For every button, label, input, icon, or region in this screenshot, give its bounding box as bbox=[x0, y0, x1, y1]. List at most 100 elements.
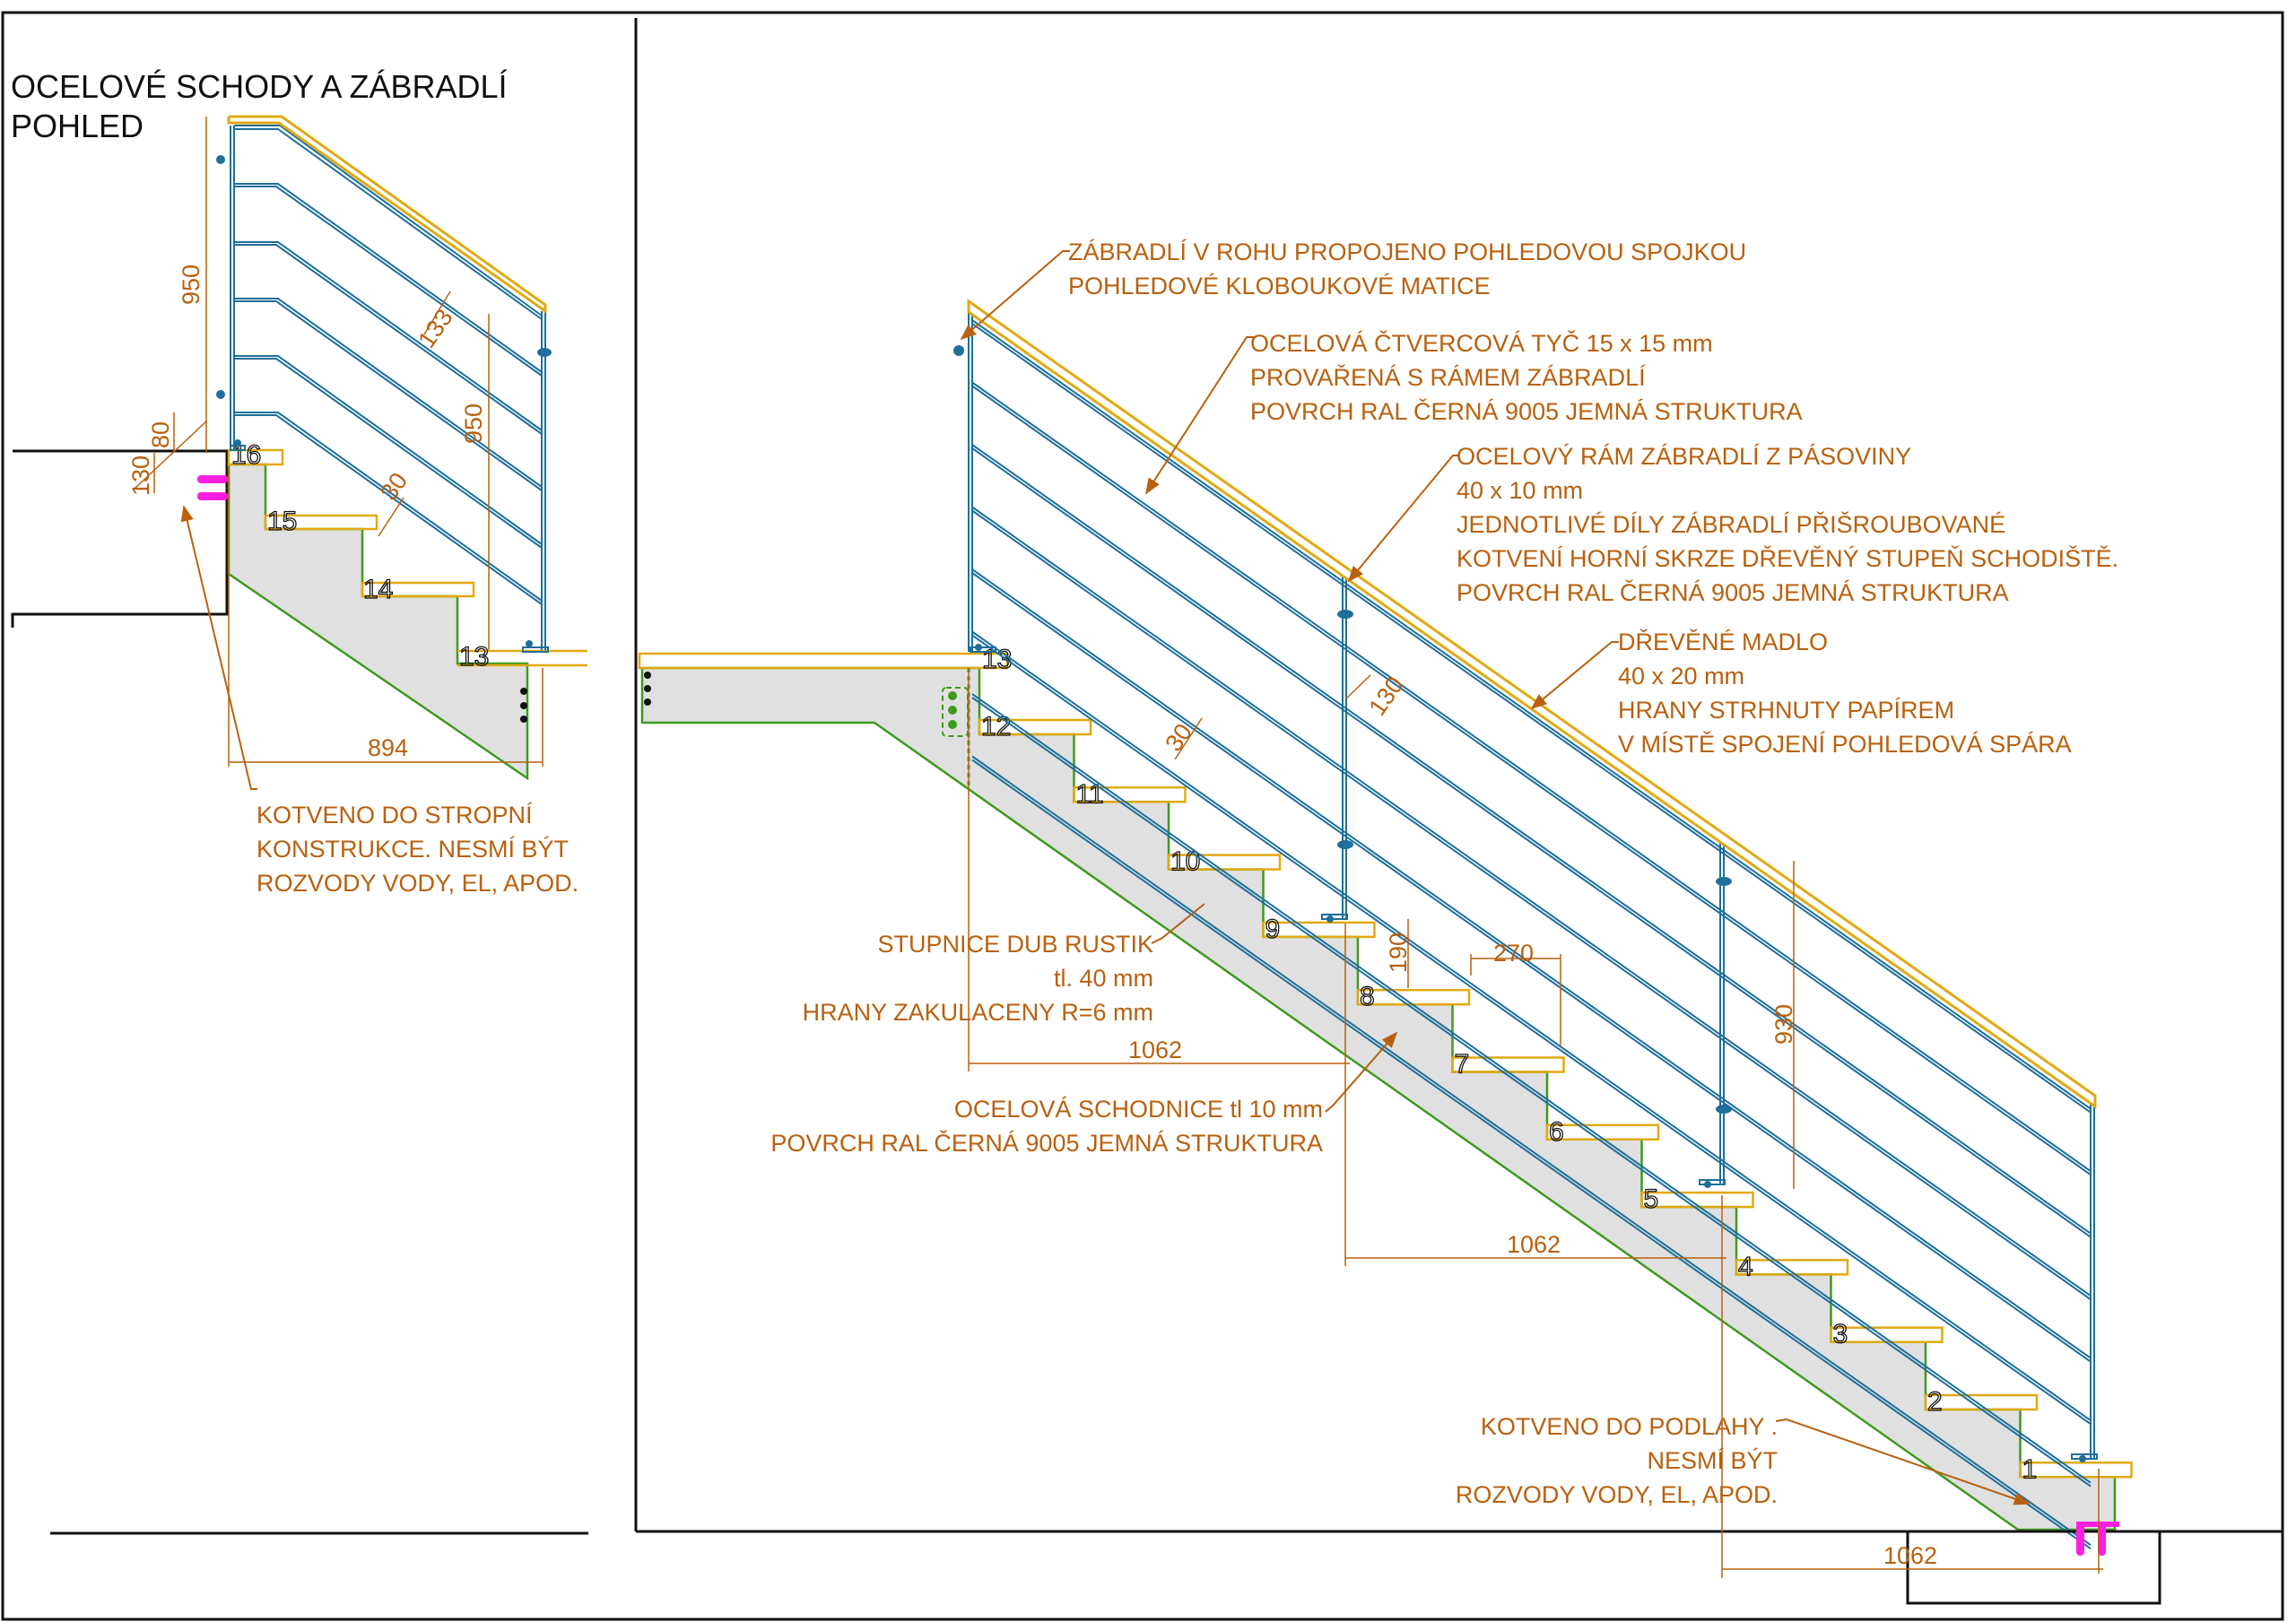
dim-190: 190 bbox=[1385, 932, 1412, 973]
railing-bar bbox=[971, 697, 2092, 1488]
dim-1062-middle: 1062 bbox=[1507, 1231, 1561, 1258]
left-handrail bbox=[227, 115, 547, 314]
tread-11 bbox=[1073, 786, 1187, 803]
post-base-plate bbox=[1321, 914, 1348, 920]
step-number: 3 bbox=[1833, 1320, 1848, 1349]
bolt-group bbox=[520, 688, 527, 723]
dim-1062-lower: 1062 bbox=[1883, 1542, 1937, 1569]
railing-bar bbox=[971, 693, 2092, 1484]
tread-5 bbox=[1640, 1191, 1754, 1209]
ceiling-anchor-leader bbox=[180, 505, 257, 790]
note-line: tl. 40 mm bbox=[1053, 965, 1153, 992]
note-line: OCELOVÝ RÁM ZÁBRADLÍ Z PÁSOVINY bbox=[1457, 443, 1912, 470]
step-number: 6 bbox=[1549, 1117, 1564, 1147]
tread-12 bbox=[978, 718, 1092, 736]
dim-30-left: 30 bbox=[375, 468, 413, 506]
note-floor-anchor: KOTVENO DO PODLAHY . NESMÍ BÝT ROZVODY V… bbox=[1456, 1409, 1778, 1512]
left-railing bbox=[230, 125, 549, 653]
dim-950-right: 950 bbox=[460, 403, 487, 444]
bolt-plate-bolts bbox=[948, 691, 957, 729]
railing-bar bbox=[971, 381, 2092, 1172]
step-number: 1 bbox=[2022, 1454, 2038, 1484]
note-line: NESMÍ BÝT bbox=[1647, 1447, 1778, 1474]
note-line: ZÁBRADLÍ V ROHU PROPOJENO POHLEDOVOU SPO… bbox=[1068, 239, 1747, 265]
step-number: 12 bbox=[981, 712, 1011, 742]
note-line: PROVAŘENÁ S RÁMEM ZÁBRADLÍ bbox=[1250, 364, 1646, 391]
note-line: DŘEVĚNÉ MADLO bbox=[1618, 629, 1829, 655]
left-dimension-lines bbox=[134, 117, 544, 767]
railing-bar bbox=[971, 568, 2092, 1359]
note-line: POHLEDOVÉ KLOBOUKOVÉ MATICE bbox=[1068, 273, 1491, 299]
step-number: 8 bbox=[1360, 982, 1375, 1011]
floor-anchors bbox=[2076, 1522, 2119, 1556]
floor-pit bbox=[1906, 1531, 2161, 1605]
note-ceiling-anchor: KOTVENO DO STROPNÍ KONSTRUKCE. NESMÍ BÝT… bbox=[257, 798, 578, 900]
tread-14 bbox=[361, 581, 475, 598]
tread-16 bbox=[227, 448, 284, 466]
note-leaders bbox=[960, 250, 2031, 1505]
railing-bar bbox=[971, 323, 2092, 1114]
note-line: ROZVODY VODY, EL, APOD. bbox=[1455, 1481, 1778, 1508]
railing-bar bbox=[971, 509, 2092, 1300]
tread-1 bbox=[2019, 1462, 2133, 1479]
railing-bar bbox=[971, 634, 2092, 1425]
main-railing bbox=[968, 312, 2098, 1549]
rail-brackets bbox=[216, 155, 552, 647]
dim-130-main: 130 bbox=[1363, 672, 1408, 720]
post-base-plate bbox=[1699, 1179, 1726, 1185]
ceiling-slab-outline bbox=[11, 449, 229, 628]
note-line: HRANY STRHNUTY PAPÍREM bbox=[1618, 697, 1955, 724]
note-line: KOTVENO DO STROPNÍ bbox=[257, 802, 533, 828]
dim-1062-upper: 1062 bbox=[1128, 1037, 1182, 1063]
main-rail-brackets bbox=[953, 345, 2086, 1462]
railing-bar bbox=[971, 506, 2092, 1297]
step-number: 4 bbox=[1738, 1252, 1753, 1281]
note-line: KOTVENÍ HORNÍ SKRZE DŘEVĚNÝ STUPEŇ SCHOD… bbox=[1457, 545, 2119, 572]
note-line: KOTVENO DO PODLAHY . bbox=[1480, 1413, 1778, 1440]
note-line: JEDNOTLIVÉ DÍLY ZÁBRADLÍ PŘIŠROUBOVANÉ bbox=[1457, 511, 2006, 538]
railing-bar bbox=[971, 755, 2092, 1546]
note-handrail: DŘEVĚNÉ MADLO 40 x 20 mm HRANY STRHNUTY … bbox=[1618, 625, 2072, 761]
dim-930: 930 bbox=[1770, 1004, 1797, 1045]
note-line: POVRCH RAL ČERNÁ 9005 JEMNÁ STRUKTURA bbox=[770, 1130, 1323, 1157]
tread-13 bbox=[638, 652, 1009, 670]
note-line: V MÍSTĚ SPOJENÍ POHLEDOVÁ SPÁRA bbox=[1618, 731, 2072, 758]
tread-10 bbox=[1167, 854, 1282, 871]
dim-950-left: 950 bbox=[178, 265, 204, 305]
step-number: 5 bbox=[1644, 1184, 1659, 1214]
dim-130: 130 bbox=[127, 455, 154, 496]
note-line: STUPNICE DUB RUSTIK bbox=[877, 931, 1153, 958]
note-railing-frame: OCELOVÝ RÁM ZÁBRADLÍ Z PÁSOVINY 40 x 10 … bbox=[1457, 439, 2118, 610]
tread-4 bbox=[1735, 1259, 1849, 1276]
note-line: OCELOVÁ SCHODNICE tl 10 mm bbox=[953, 1096, 1323, 1123]
note-line: POVRCH RAL ČERNÁ 9005 JEMNÁ STRUKTURA bbox=[1457, 579, 2009, 606]
drawing-title: OCELOVÉ SCHODY A ZÁBRADLÍ bbox=[11, 68, 508, 105]
note-line: KONSTRUKCE. NESMÍ BÝT bbox=[257, 836, 570, 863]
railing-bar bbox=[971, 319, 2092, 1110]
step-number: 15 bbox=[267, 507, 297, 536]
tread-9 bbox=[1262, 921, 1376, 939]
railing-bar bbox=[971, 385, 2092, 1175]
railing-bar bbox=[971, 572, 2092, 1363]
step-number: 14 bbox=[363, 575, 393, 604]
main-handrail bbox=[967, 299, 2097, 1109]
note-line: OCELOVÁ ČTVERCOVÁ TYČ 15 x 15 mm bbox=[1250, 330, 1713, 357]
main-dimension-lines bbox=[968, 668, 2103, 1578]
step-number: 13 bbox=[459, 642, 489, 672]
dim-80: 80 bbox=[147, 421, 174, 448]
railing-bar bbox=[971, 630, 2092, 1421]
bolt-plate-dashed bbox=[942, 687, 969, 737]
step-number: 2 bbox=[1927, 1387, 1943, 1417]
railing-bar bbox=[971, 759, 2092, 1549]
step-number: 9 bbox=[1265, 915, 1281, 944]
note-line: ROZVODY VODY, EL, APOD. bbox=[257, 870, 579, 897]
note-stringer: OCELOVÁ SCHODNICE tl 10 mm POVRCH RAL ČE… bbox=[770, 1092, 1323, 1160]
note-line: POVRCH RAL ČERNÁ 9005 JEMNÁ STRUKTURA bbox=[1250, 398, 1803, 425]
railing-bar bbox=[971, 447, 2092, 1238]
left-view: 16 15 14 13 bbox=[11, 115, 588, 1535]
ceiling-anchors bbox=[197, 475, 228, 500]
dim-270: 270 bbox=[1493, 940, 1534, 967]
drawing-subtitle: POHLED bbox=[11, 108, 144, 144]
dim-894: 894 bbox=[368, 734, 408, 761]
